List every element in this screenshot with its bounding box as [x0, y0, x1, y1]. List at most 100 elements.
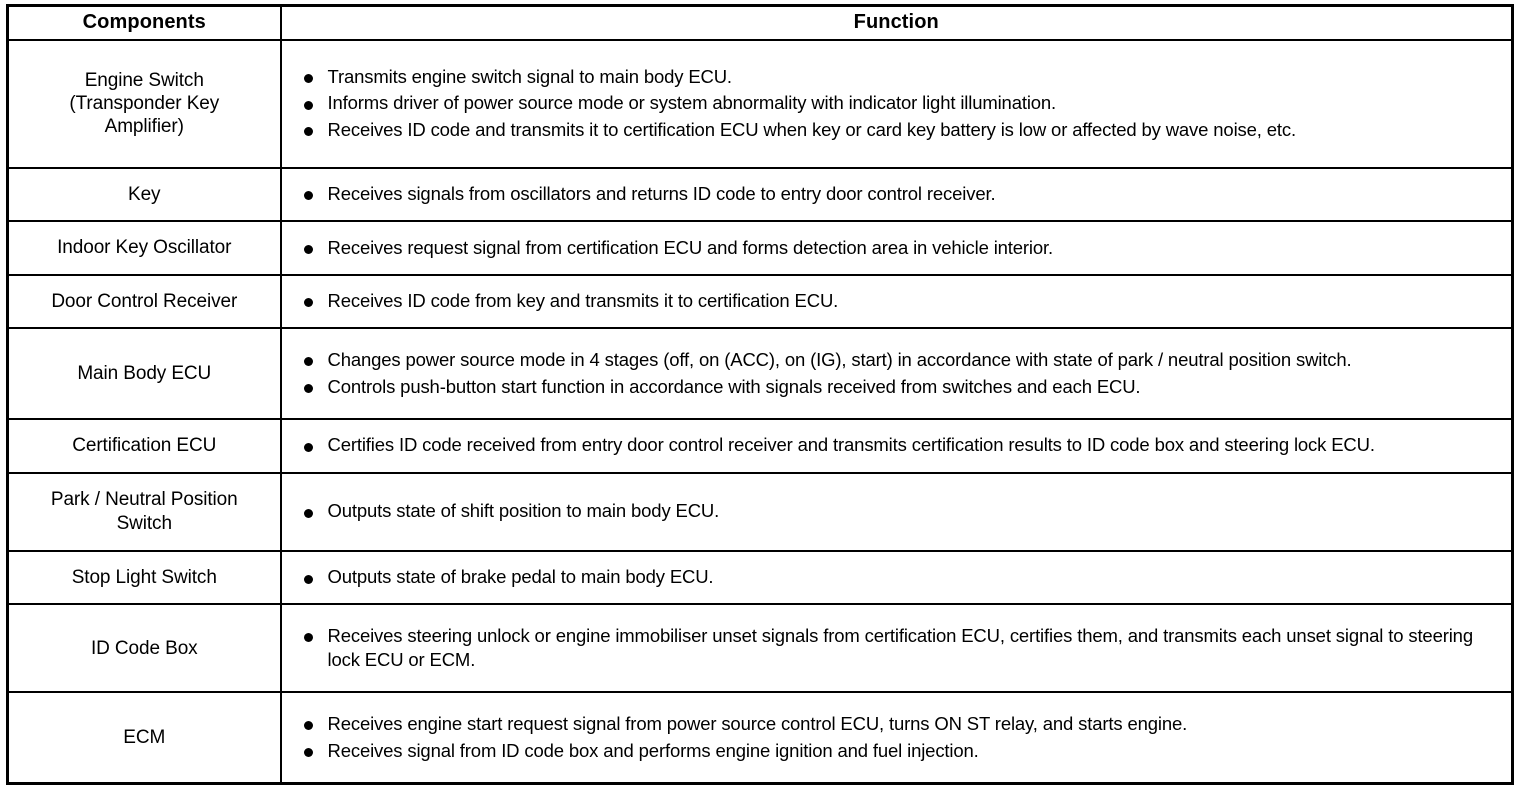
bullet-icon — [303, 383, 313, 393]
function-list-item: Receives steering unlock or engine immob… — [296, 624, 1502, 673]
component-name-line: (Transponder Key — [69, 93, 220, 115]
bullet-icon — [303, 74, 313, 84]
table-row: Main Body ECU Changes power source mode i… — [6, 327, 1514, 420]
component-name-line: Main Body ECU — [77, 363, 212, 385]
table-row: Indoor Key Oscillator Receives request si… — [6, 220, 1514, 276]
component-name-line: Door Control Receiver — [51, 290, 238, 312]
function-list: Changes power source mode in 4 stages (o… — [296, 348, 1502, 399]
function-cell: Outputs state of shift position to main … — [279, 471, 1514, 552]
function-text: Controls push-button start function in a… — [327, 375, 1141, 397]
bullet-icon — [303, 574, 313, 584]
component-cell: Certification ECU — [6, 417, 282, 474]
function-list: Receives engine start request signal fro… — [296, 712, 1502, 763]
bullet-icon — [303, 632, 313, 642]
function-cell: Outputs state of brake pedal to main bod… — [279, 549, 1514, 606]
bullet-icon — [303, 442, 313, 452]
function-text: Receives engine start request signal fro… — [327, 712, 1188, 734]
function-text: Receives request signal from certificati… — [327, 236, 1054, 258]
function-list-item: Controls push-button start function in a… — [296, 375, 1502, 400]
function-cell: Receives ID code from key and transmits … — [279, 273, 1514, 330]
table-row: Certification ECU Certifies ID code recei… — [6, 417, 1514, 474]
function-list-item: Changes power source mode in 4 stages (o… — [296, 348, 1502, 373]
function-text: Changes power source mode in 4 stages (o… — [327, 349, 1352, 371]
components-function-table: Components Function Engine Switch(Transp… — [6, 4, 1514, 785]
bullet-icon — [303, 508, 313, 518]
header-function: Function — [279, 4, 1514, 41]
function-list: Receives signals from oscillators and re… — [296, 182, 1502, 207]
function-cell: Receives engine start request signal fro… — [279, 691, 1514, 785]
component-name-line: Amplifier) — [104, 116, 184, 138]
function-text: Receives signal from ID code box and per… — [327, 739, 979, 761]
function-cell: Receives steering unlock or engine immob… — [279, 603, 1514, 694]
header-row: Components Function — [6, 4, 1514, 41]
component-cell: Stop Light Switch — [6, 549, 282, 606]
function-cell: Receives signals from oscillators and re… — [279, 166, 1514, 223]
function-text: Receives signals from oscillators and re… — [327, 183, 996, 204]
table-header: Components Function — [6, 4, 1514, 41]
function-list-item: Outputs state of brake pedal to main bod… — [296, 565, 1502, 590]
table-row: Door Control Receiver Receives ID code fr… — [6, 273, 1514, 330]
function-list-item: Receives request signal from certificati… — [296, 236, 1502, 261]
component-name-line: ID Code Box — [90, 637, 198, 659]
function-list-item: Certifies ID code received from entry do… — [296, 433, 1502, 458]
function-list: Receives request signal from certificati… — [296, 236, 1502, 261]
bullet-icon — [303, 244, 313, 254]
function-cell: Transmits engine switch signal to main b… — [279, 39, 1514, 169]
bullet-icon — [303, 357, 313, 367]
component-cell: Indoor Key Oscillator — [6, 220, 282, 276]
function-text: Receives ID code and transmits it to cer… — [327, 119, 1297, 141]
function-text: Outputs state of shift position to main … — [327, 500, 720, 522]
table-row: ECM Receives engine start request signal … — [6, 691, 1514, 785]
header-components: Components — [6, 4, 282, 41]
component-name-line: Park / Neutral Position — [50, 489, 238, 511]
component-name-line: ECM — [123, 726, 166, 748]
table-row: Key Receives signals from oscillators and… — [6, 166, 1514, 223]
function-list-item: Informs driver of power source mode or s… — [296, 91, 1502, 116]
component-cell: Door Control Receiver — [6, 273, 282, 330]
bullet-icon — [303, 191, 313, 201]
component-cell: Main Body ECU — [6, 327, 282, 420]
function-cell: Certifies ID code received from entry do… — [279, 417, 1514, 474]
function-list: Transmits engine switch signal to main b… — [296, 65, 1502, 143]
component-cell: Key — [6, 166, 282, 223]
bullet-icon — [303, 747, 313, 757]
bullet-icon — [303, 100, 313, 110]
function-list-item: Outputs state of shift position to main … — [296, 499, 1502, 524]
bullet-icon — [303, 298, 313, 308]
bullet-icon — [303, 127, 313, 137]
function-list: Certifies ID code received from entry do… — [296, 433, 1502, 458]
function-list: Receives ID code from key and transmits … — [296, 289, 1502, 314]
function-text: Informs driver of power source mode or s… — [327, 92, 1057, 114]
function-cell: Changes power source mode in 4 stages (o… — [279, 327, 1514, 420]
function-list: Outputs state of brake pedal to main bod… — [296, 565, 1502, 590]
bullet-icon — [303, 721, 313, 731]
function-text: Transmits engine switch signal to main b… — [327, 65, 733, 87]
function-list-item: Receives signal from ID code box and per… — [296, 739, 1502, 764]
function-list: Receives steering unlock or engine immob… — [296, 624, 1502, 673]
function-text: Receives steering unlock or engine immob… — [327, 624, 1474, 671]
table-row: ID Code Box Receives steering unlock or e… — [6, 603, 1514, 694]
function-list-item: Receives ID code and transmits it to cer… — [296, 118, 1502, 143]
function-list-item: Receives signals from oscillators and re… — [296, 182, 1502, 207]
function-list-item: Transmits engine switch signal to main b… — [296, 65, 1502, 90]
function-list-item: Receives engine start request signal fro… — [296, 712, 1502, 737]
component-name-line: Key — [128, 183, 161, 205]
component-cell: ID Code Box — [6, 603, 282, 694]
function-text: Outputs state of brake pedal to main bod… — [327, 566, 714, 588]
function-list: Outputs state of shift position to main … — [296, 499, 1502, 524]
component-name-line: Indoor Key Oscillator — [57, 237, 232, 259]
component-name-line: Certification ECU — [72, 435, 217, 457]
function-list-item: Receives ID code from key and transmits … — [296, 289, 1502, 314]
component-name-line: Stop Light Switch — [71, 566, 217, 588]
function-text: Receives ID code from key and transmits … — [327, 290, 839, 312]
component-cell: ECM — [6, 691, 282, 785]
component-name-line: Engine Switch — [84, 69, 204, 91]
function-text: Certifies ID code received from entry do… — [327, 434, 1375, 456]
function-cell: Receives request signal from certificati… — [279, 220, 1514, 276]
